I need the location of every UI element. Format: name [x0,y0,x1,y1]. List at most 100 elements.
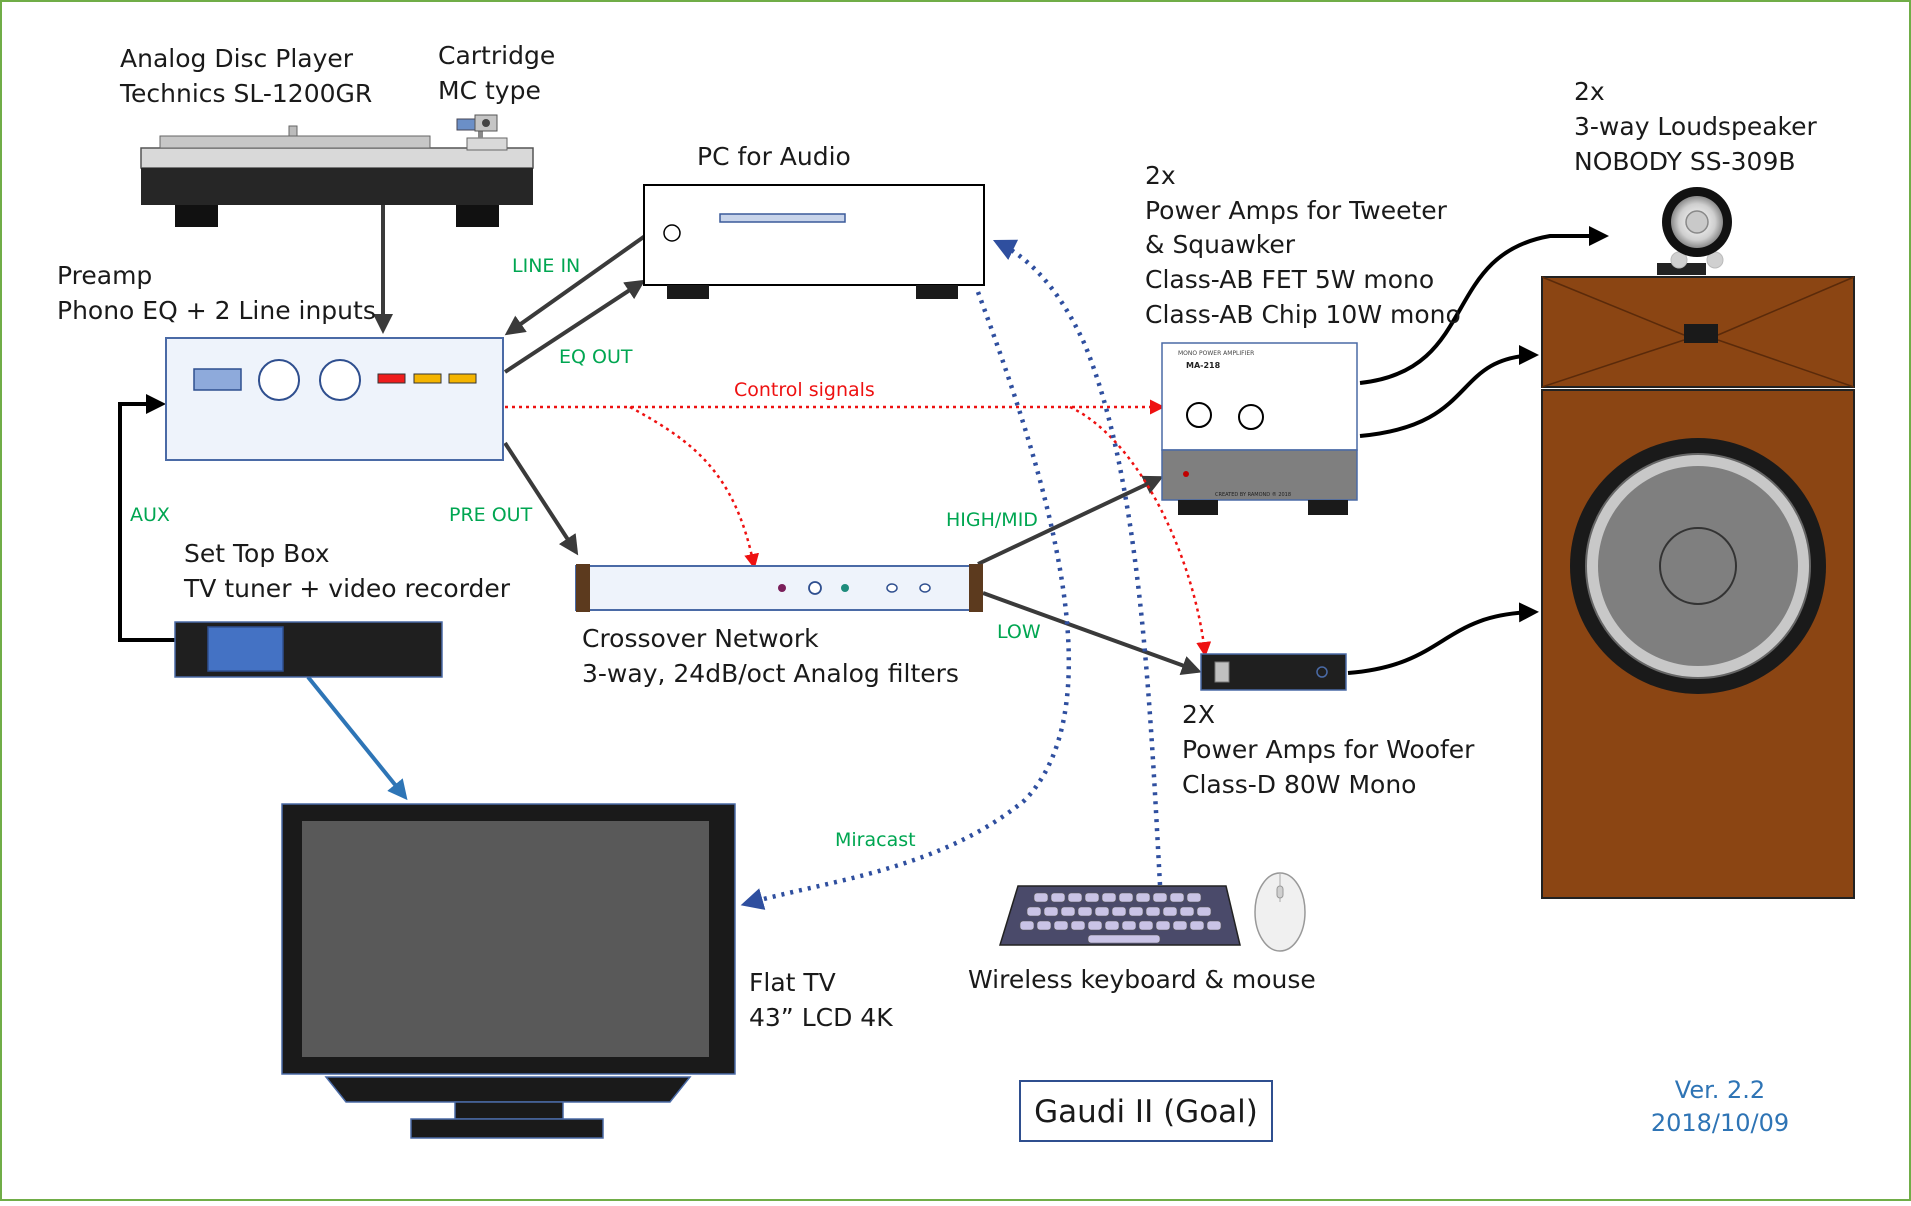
crossover-endcap-left [576,564,590,612]
pre-out-arrow [503,441,579,556]
turntable-label-line1: Analog Disc Player [120,44,354,73]
turntable-platter [159,135,431,149]
squawker-horn-line-4 [1717,339,1855,388]
loudspeaker [1541,187,1855,899]
keyboard-wireless-link [992,239,1163,886]
turntable [140,124,534,227]
control-signal-line-crossover [629,405,760,569]
speaker-label-line1: 2x [1574,77,1605,106]
pc-for-audio [643,184,985,299]
crossover-label-line2: 3-way, 24dB/oct Analog filters [582,659,959,688]
title-box [1019,1080,1273,1142]
key-cap [1050,892,1066,903]
eq-out-arrow [503,279,646,374]
line-in-arrow [504,234,647,336]
key-cap [1152,892,1168,903]
amp-hi-label-line2: Power Amps for Tweeter [1145,196,1448,225]
mouse-body [1254,872,1306,952]
amp-woofer-display [1214,661,1230,683]
amp-hi-footer: CREATED BY RAMOND ® 2018 [1215,491,1291,498]
squawker-driver [1684,324,1718,343]
amp-hi-face [1161,342,1358,451]
key-cap [1053,920,1069,931]
amp-hi-foot-left [1178,500,1218,515]
tv-screen [302,821,709,1057]
power-amp-tweeter-squawker: MONO POWER AMPLIFIER MA-218 CREATED BY R… [1161,342,1358,515]
key-cap [1101,892,1117,903]
key-cap [1162,906,1178,917]
tonearm-base [466,137,508,151]
key-cap [1121,920,1137,931]
key-cap [1179,906,1195,917]
key-cap [1036,920,1052,931]
key-cap [1172,920,1188,931]
key-cap [1077,906,1093,917]
amp-hi-power-led [1183,471,1189,477]
crossover-switch-1 [886,583,898,593]
connections [118,205,1609,910]
pc-power-button [663,224,681,242]
amp-woofer-label-line3: Class-D 80W Mono [1182,770,1416,799]
amp-hi-lower [1161,449,1358,501]
key-cap [1145,906,1161,917]
key-cap [1135,892,1151,903]
turntable-label-line2: Technics SL-1200GR [119,79,372,108]
crossover-panel [575,565,972,611]
key-cap [1104,920,1120,931]
amp-hi-panel-title: MONO POWER AMPLIFIER [1178,350,1254,357]
title-text: Gaudi II (Goal) [1034,1094,1258,1130]
mouse-wheel [1276,885,1284,899]
turntable-spindle [288,125,298,137]
pc-foot-right [916,285,958,299]
power-amp-woofer [1200,653,1347,691]
preamp-display [193,368,242,391]
wireless-keyboard [998,885,1241,946]
key-cap [1094,906,1110,917]
cartridge-label-line1: Cartridge [438,41,555,70]
amp-hi-label-line5: Class-AB Chip 10W mono [1145,300,1461,329]
tv-stand-base [410,1118,604,1139]
preamp-label-line2: Phono EQ + 2 Line inputs [57,296,376,325]
turntable-base [141,168,533,205]
amp-hi-label-line1: 2x [1145,161,1176,190]
crossover-endcap-right [969,564,983,612]
pc-foot-left [667,285,709,299]
amp-hi-label-line4: Class-AB FET 5W mono [1145,265,1434,294]
preamp-led-red [377,373,406,384]
key-cap [1118,892,1134,903]
key-cap [1155,920,1171,931]
version-date: 2018/10/09 [1651,1109,1789,1137]
tv-label-line2: 43” LCD 4K [749,1003,893,1032]
key-cap [1111,906,1127,917]
stb-label-line1: Set Top Box [184,539,330,568]
high-mid-label: HIGH/MID [946,509,1038,531]
flat-tv [281,803,736,1139]
crossover-led [778,584,786,592]
stb-display [207,626,284,672]
version-number: Ver. 2.2 [1675,1076,1765,1104]
key-cap [1196,906,1212,917]
amp-to-tweeter-cable [1359,226,1609,385]
amp-hi-foot-right [1308,500,1348,515]
key-cap [1084,892,1100,903]
preamp-knob-1 [258,359,300,401]
tv-label-line1: Flat TV [749,968,836,997]
speaker-label-line3: NOBODY SS-309B [1574,147,1796,176]
pc-label: PC for Audio [697,142,851,171]
spacebar-key [1087,934,1161,944]
key-cap [1169,892,1185,903]
amp-hi-knob-2 [1238,404,1264,430]
crossover-led-teal [841,584,849,592]
tv-stand-neck [454,1101,564,1120]
control-signal-line-woofer [1069,405,1212,657]
stb-label-line2: TV tuner + video recorder [183,574,511,603]
cartridge-icon [456,114,498,132]
set-top-box [174,621,443,678]
key-cap [1189,920,1205,931]
tweeter-stand [1657,263,1706,275]
keyboard-label: Wireless keyboard & mouse [968,965,1316,994]
turntable-foot-right [456,205,499,227]
key-cap [1060,906,1076,917]
cartridge-label-line2: MC type [438,76,541,105]
